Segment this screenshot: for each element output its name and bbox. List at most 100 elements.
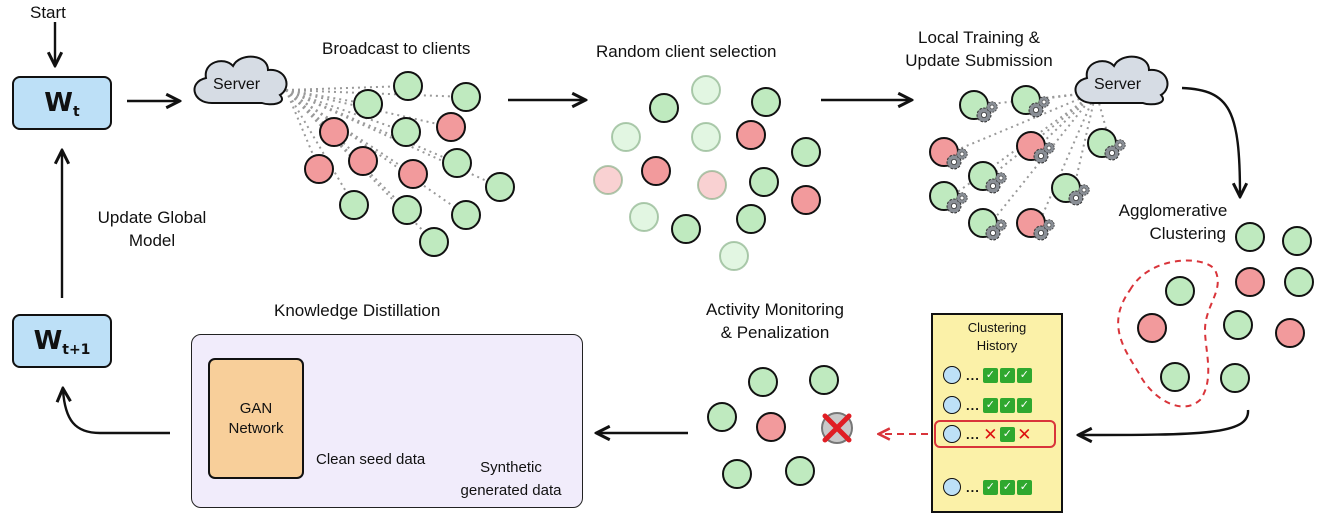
gear-icon: [995, 219, 1007, 231]
client-dot-icon: [943, 425, 961, 443]
gear-icon: [1043, 142, 1055, 154]
cluster-client: [1160, 362, 1190, 392]
history-row: ...✓✓✓: [943, 364, 1034, 386]
activity-label: Activity Monitoring & Penalization: [690, 298, 860, 344]
clustering-line-1: Agglomerative: [1118, 201, 1228, 220]
client-dot-icon: [943, 396, 961, 414]
history-ellipsis: ...: [966, 367, 980, 383]
local-training-label: Local Training & Update Submission: [894, 26, 1064, 72]
broadcast-client: [392, 195, 422, 225]
monitored-client: [722, 459, 752, 489]
broadcast-client: [393, 71, 423, 101]
selection-client: [791, 185, 821, 215]
cluster-client: [1235, 267, 1265, 297]
monitored-client: [707, 402, 737, 432]
history-title: Clustering History: [933, 319, 1061, 355]
history-row: ...✓✓✓: [943, 394, 1034, 416]
synthetic-line-2: generated data: [460, 482, 562, 499]
selection-client: [691, 122, 721, 152]
gan-network-box: GAN Network: [208, 358, 304, 479]
check-icon: ✓: [999, 479, 1015, 495]
selection-client: [736, 120, 766, 150]
broadcast-client: [451, 82, 481, 112]
broadcast-client: [319, 117, 349, 147]
selection-client: [749, 167, 779, 197]
monitored-client: [756, 412, 786, 442]
selection-client: [671, 214, 701, 244]
broadcast-client: [339, 190, 369, 220]
arrow-to-history: [1080, 409, 1250, 435]
gear-icon: [956, 192, 968, 204]
selection-client: [719, 241, 749, 271]
broadcast-client: [353, 89, 383, 119]
random-selection-label: Random client selection: [596, 42, 777, 61]
malicious-cluster-outline: [1117, 259, 1219, 408]
check-icon: ✓: [982, 397, 998, 413]
history-ellipsis: ...: [966, 426, 980, 442]
selection-client: [691, 75, 721, 105]
gear-icon: [995, 172, 1007, 184]
monitored-client: [785, 456, 815, 486]
history-row-flagged: ...✕✓✕: [943, 423, 1034, 445]
next-weight-subscript: t+1: [62, 342, 91, 358]
synthetic-line-1: Synthetic: [480, 459, 542, 476]
server-cloud-right: [1074, 55, 1169, 106]
gear-icon: [956, 148, 968, 160]
broadcast-client: [398, 159, 428, 189]
client-nodes: [304, 71, 1314, 489]
history-ellipsis: ...: [966, 479, 980, 495]
broadcast-client: [304, 154, 334, 184]
server-label-right: Server: [1094, 76, 1142, 93]
cluster-client: [1165, 276, 1195, 306]
history-ellipsis: ...: [966, 397, 980, 413]
local-training-line-1: Local Training &: [918, 28, 1040, 47]
update-global-line-2: Model: [128, 231, 176, 250]
update-global-line-1: Update Global: [97, 208, 207, 227]
clustering-label: Agglomerative Clustering: [1108, 199, 1238, 245]
flow-arrows: [55, 22, 1250, 435]
clean-seed-label: Clean seed data: [316, 451, 426, 468]
selection-client: [649, 93, 679, 123]
cluster-client: [1137, 313, 1167, 343]
monitored-client: [809, 365, 839, 395]
check-icon: ✓: [982, 479, 998, 495]
history-row: ...✓✓✓: [943, 476, 1034, 498]
monitored-client: [748, 367, 778, 397]
update-global-label: Update Global Model: [78, 206, 226, 252]
flagged-row-highlight: [934, 420, 1056, 448]
gan-line-1: GAN: [239, 399, 273, 417]
gear-icon: [1043, 219, 1055, 231]
cross-icon: ✕: [983, 424, 998, 444]
selection-client: [751, 87, 781, 117]
cluster-client: [1284, 267, 1314, 297]
penalized-client: [821, 412, 853, 444]
selection-client: [611, 122, 641, 152]
broadcast-client: [485, 172, 515, 202]
server-label-left: Server: [213, 76, 261, 93]
gear-icon: [986, 101, 998, 113]
check-icon: ✓: [982, 367, 998, 383]
gan-line-2: Network: [228, 419, 284, 437]
knowledge-distillation-label: Knowledge Distillation: [274, 301, 441, 320]
selection-client: [736, 204, 766, 234]
activity-line-1: Activity Monitoring: [706, 300, 844, 319]
local-training-line-2: Update Submission: [905, 51, 1053, 70]
cross-icon: ✕: [1017, 424, 1032, 444]
selection-client: [629, 202, 659, 232]
check-icon: ✓: [1016, 479, 1032, 495]
broadcast-client: [451, 200, 481, 230]
activity-line-2: & Penalization: [720, 323, 830, 342]
client-dot-icon: [943, 478, 961, 496]
selection-client: [791, 137, 821, 167]
arrow-to-clustering: [1181, 86, 1240, 195]
gear-icon: [1114, 139, 1126, 151]
cluster-client: [1220, 363, 1250, 393]
start-label: Start: [30, 3, 66, 22]
clustering-line-2: Clustering: [1149, 224, 1226, 243]
history-title-line-1: Clustering: [967, 320, 1027, 335]
broadcast-client: [442, 148, 472, 178]
client-dot-icon: [943, 366, 961, 384]
broadcast-client: [436, 112, 466, 142]
